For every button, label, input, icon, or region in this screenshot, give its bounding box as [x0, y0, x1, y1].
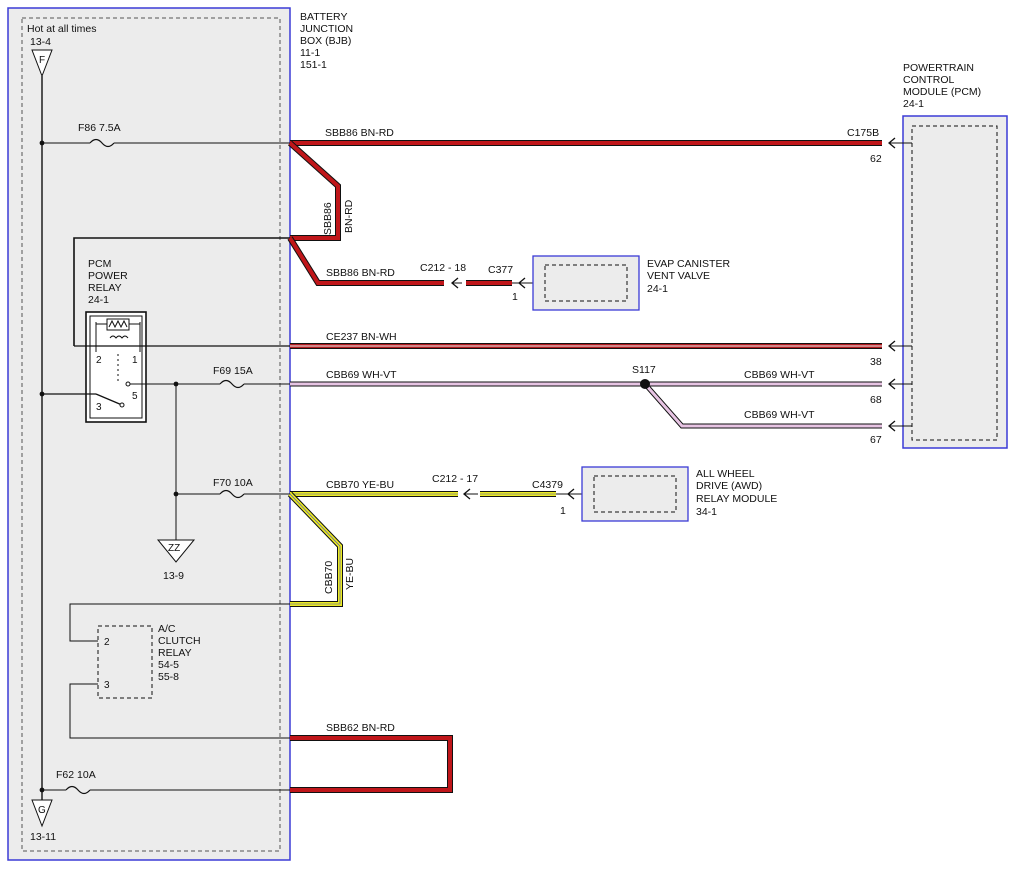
ac-relay-title-line-1: A/C [158, 623, 176, 635]
awd-title-line-1: ALL WHEEL [696, 468, 755, 480]
pcm-relay-title-line-2: POWER [88, 270, 128, 282]
fuse-f70-icon [219, 489, 245, 499]
awd-title-line-4: 34-1 [696, 506, 717, 518]
wire-cbb69-a-label: CBB69 WH-VT [326, 369, 397, 381]
wire-sbb86-evap [288, 236, 444, 285]
fuse-f69-label: F69 15A [213, 365, 253, 377]
pcm-relay-pin-5: 5 [132, 391, 138, 402]
battery-junction-box [7, 7, 291, 861]
evap-title-line-2: VENT VALVE [647, 270, 710, 282]
fuse-f62-icon [65, 785, 91, 795]
pcm-pin-68: 68 [870, 394, 882, 406]
evap-canister-vent-valve [532, 255, 640, 311]
wire-cbb69-b-label: CBB69 WH-VT [744, 369, 815, 381]
power-connector-g-icon [31, 799, 53, 828]
ac-relay-pin-3: 3 [104, 680, 110, 691]
bjb-title-line-4: 11-1 [300, 47, 320, 59]
wire-sbb86-top-label: SBB86 BN-RD [325, 127, 394, 139]
ac-relay-title-line-3: RELAY [158, 647, 192, 659]
power-connector-f-icon [31, 49, 53, 78]
ac-relay-title-line-5: 55-8 [158, 671, 179, 683]
pcm-pin-67: 67 [870, 434, 882, 446]
ground-zz-letter: ZZ [168, 543, 180, 554]
splice-s117-icon [640, 379, 650, 389]
wire-sbb86-vert-label-b: BN-RD [343, 199, 355, 233]
awd-inner-box [593, 475, 677, 513]
wire-cbb70-vert-label-a: CBB70 [323, 561, 335, 594]
wire-cbb70-label: CBB70 YE-BU [326, 479, 394, 491]
evap-title-line-1: EVAP CANISTER [647, 258, 730, 270]
splice-s117-label: S117 [632, 364, 656, 376]
pcm-pin-68-connector-icon [887, 378, 912, 390]
wire-sbb62 [290, 736, 452, 792]
ac-relay-pin2-wire [69, 603, 290, 642]
pcm-pin-67-connector-icon [887, 420, 912, 432]
evap-inner-box [544, 264, 628, 302]
fuse-f86-icon [89, 138, 115, 148]
c212-18-label: C212 - 18 [420, 262, 466, 274]
ac-relay-title-line-2: CLUTCH [158, 635, 201, 647]
fuse-f70-label: F70 10A [213, 477, 253, 489]
bjb-title-line-3: BOX (BJB) [300, 35, 351, 47]
pcm-relay-title-line-4: 24-1 [88, 294, 109, 306]
pcm-pin-38: 38 [870, 356, 882, 368]
wire-ce237-label: CE237 BN-WH [326, 331, 397, 343]
fuse-f86-label: F86 7.5A [78, 122, 121, 134]
powertrain-control-module [902, 115, 1008, 449]
wire-cbb69-pin67 [643, 383, 882, 428]
pcm-pin-62-connector-icon [887, 137, 912, 149]
pcm-inner-box [911, 125, 998, 441]
awd-relay-module [581, 466, 689, 522]
wire-cbb69-c-label: CBB69 WH-VT [744, 409, 815, 421]
ac-relay-title-line-4: 54-5 [158, 659, 179, 671]
wire-sbb62-outline [290, 735, 453, 793]
c377-pin: 1 [512, 291, 518, 303]
ac-relay-pin-2: 2 [104, 637, 110, 648]
c4379-label: C4379 [532, 479, 563, 491]
awd-title-line-3: RELAY MODULE [696, 493, 777, 505]
pcm-relay-pin-3: 3 [96, 402, 102, 413]
bjb-title-line-2: JUNCTION [300, 23, 353, 35]
ground-zz-ref: 13-9 [163, 570, 184, 582]
ground-zz-icon [156, 539, 196, 563]
pcm-title-line-1: POWERTRAIN [903, 62, 974, 74]
power-connector-f-letter: F [39, 55, 45, 66]
bjb-bottom-ref: 13-11 [30, 831, 56, 843]
pcm-relay-pin-1: 1 [132, 355, 138, 366]
wire-sbb62-label: SBB62 BN-RD [326, 722, 395, 734]
pcm-relay-title-line-3: RELAY [88, 282, 122, 294]
pcm-title-line-4: 24-1 [903, 98, 924, 110]
bjb-title-line-1: BATTERY [300, 11, 347, 23]
hot-at-all-times-label: Hot at all times [27, 23, 96, 35]
bjb-top-ref: 13-4 [30, 36, 51, 48]
power-connector-g-letter: G [38, 805, 46, 816]
pcm-power-relay [85, 311, 147, 423]
awd-title-line-2: DRIVE (AWD) [696, 480, 762, 492]
c175b-label: C175B [847, 127, 879, 139]
c4379-pin: 1 [560, 505, 566, 517]
wire-cbb70-jumper-stripe [289, 493, 341, 605]
fuse-f69-icon [219, 379, 245, 389]
wire-cbb70-vert-label-b: YE-BU [344, 558, 356, 590]
wire-sbb86-evap-label: SBB86 BN-RD [326, 267, 395, 279]
pcm-title-line-3: MODULE (PCM) [903, 86, 981, 98]
bjb-title-line-5: 151-1 [300, 59, 327, 71]
c212-17-label: C212 - 17 [432, 473, 478, 485]
pcm-title-line-2: CONTROL [903, 74, 954, 86]
pcm-pin-38-connector-icon [887, 340, 912, 352]
fuse-f62-label: F62 10A [56, 769, 96, 781]
pcm-relay-pin-2: 2 [96, 355, 102, 366]
wire-sbb86-jumper [288, 141, 340, 240]
wire-sbb86-vert-label-a: SBB86 [322, 202, 334, 235]
c377-label: C377 [488, 264, 513, 276]
ac-relay-pin3-wire [69, 683, 290, 739]
pcm-relay-title-line-1: PCM [88, 258, 111, 270]
relay-coil-feed-wire [73, 237, 290, 346]
pcm-pin-62: 62 [870, 153, 882, 165]
evap-title-line-3: 24-1 [647, 283, 668, 295]
